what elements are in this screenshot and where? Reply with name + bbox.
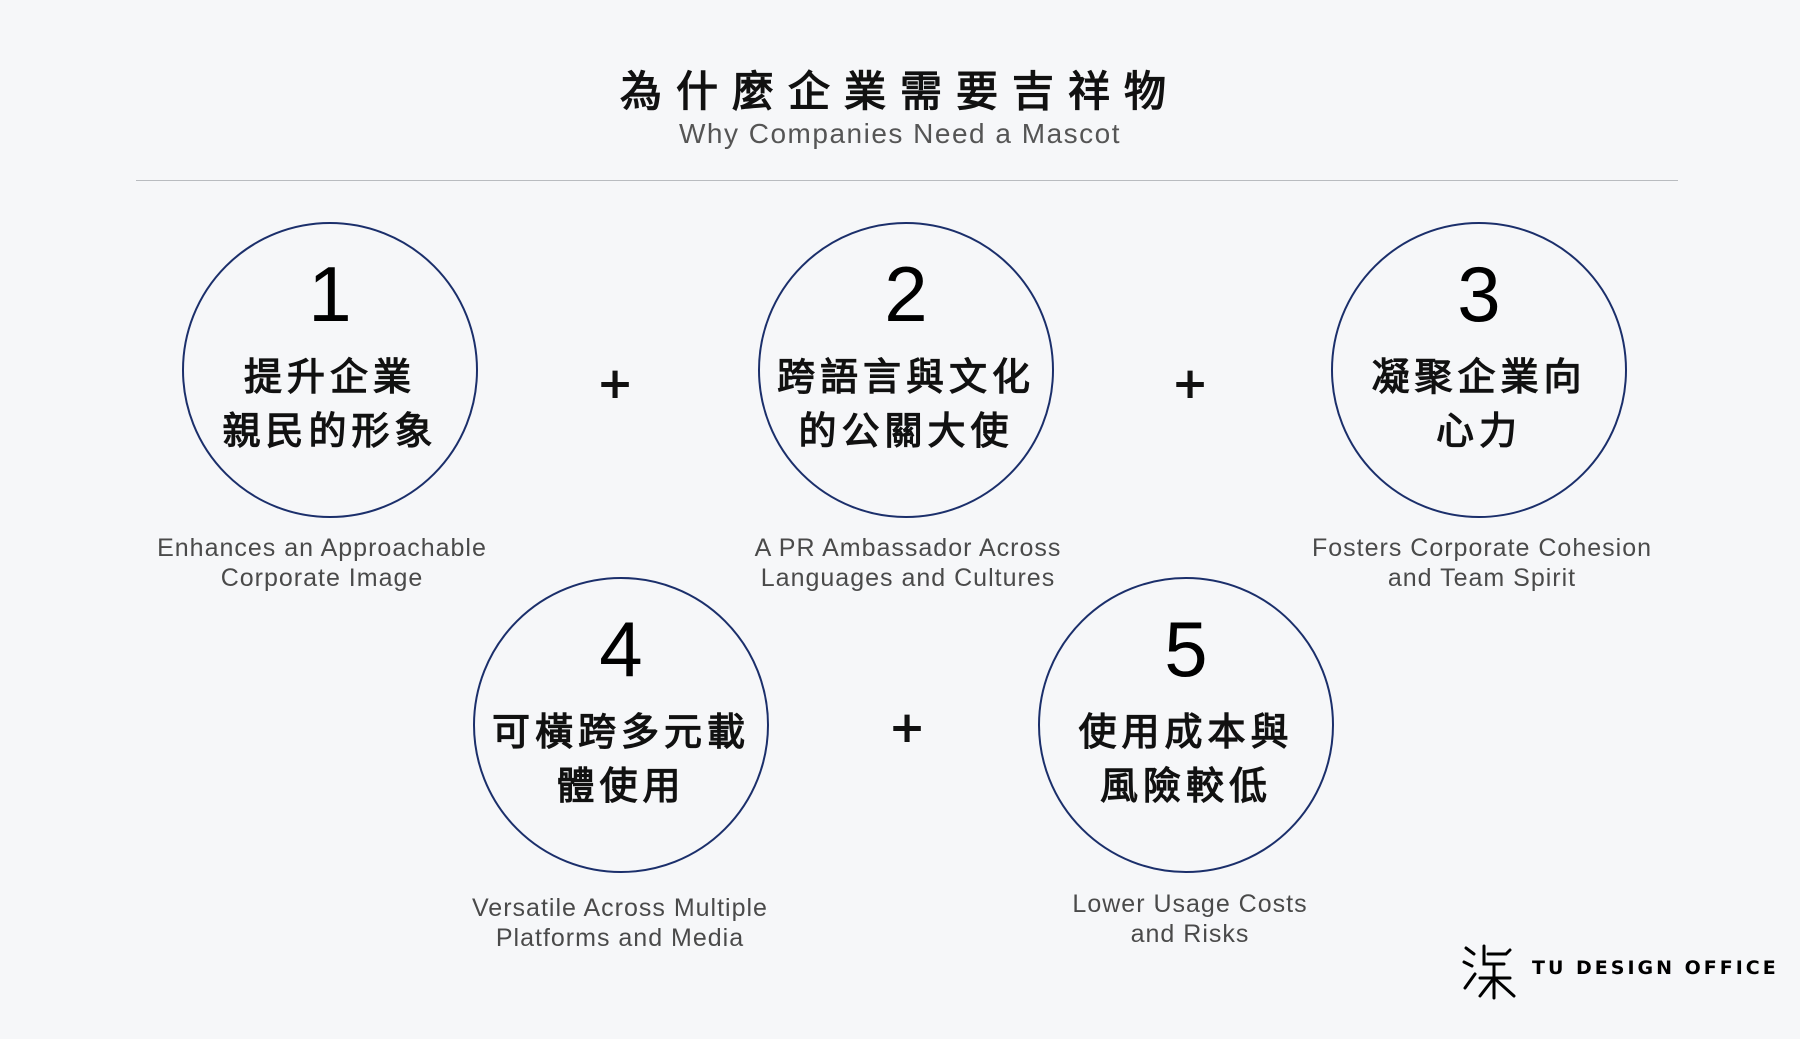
- item-2-title-line2: 的公關大使: [798, 409, 1014, 453]
- item-1-circle: 1 提升企業 親民的形象: [182, 222, 478, 518]
- item-1-title: 提升企業 親民的形象: [222, 350, 437, 458]
- item-1-caption-line2: Corporate Image: [220, 564, 424, 592]
- item-3-caption-line2: and Team Spirit: [1387, 564, 1577, 592]
- page-title-en: Why Companies Need a Mascot: [678, 118, 1121, 149]
- item-5-title-line2: 風險較低: [1099, 764, 1272, 808]
- item-5-caption-line2: and Risks: [1130, 920, 1250, 948]
- item-3-caption-line1: Fosters Corporate Cohesion: [1311, 534, 1653, 562]
- item-4-caption-line1: Versatile Across Multiple: [472, 894, 768, 922]
- item-3-circle: 3 凝聚企業向 心力: [1331, 222, 1627, 518]
- item-3-number: 3: [1457, 250, 1501, 338]
- item-2-caption-line2: Languages and Cultures: [760, 564, 1056, 592]
- item-2-circle: 2 跨語言與文化 的公關大使: [758, 222, 1054, 518]
- plus-sign-3: +: [888, 702, 926, 753]
- item-5-number: 5: [1164, 605, 1208, 693]
- item-1-caption-line1: Enhances an Approachable: [157, 534, 487, 562]
- item-3-title-line1: 凝聚企業向: [1371, 355, 1587, 399]
- item-5-caption: Lower Usage Costs and Risks: [980, 889, 1400, 949]
- item-5-circle: 5 使用成本與 風險較低: [1038, 577, 1334, 873]
- item-5-caption-line1: Lower Usage Costs: [1072, 890, 1308, 918]
- divider: [136, 180, 1678, 181]
- item-2-caption-line1: A PR Ambassador Across: [754, 534, 1062, 562]
- item-4-caption: Versatile Across Multiple Platforms and …: [410, 893, 830, 953]
- item-2-caption: A PR Ambassador Across Languages and Cul…: [698, 533, 1118, 593]
- item-4-title-line2: 體使用: [556, 764, 686, 808]
- item-1-title-line1: 提升企業: [243, 355, 416, 399]
- item-2-title-line1: 跨語言與文化: [776, 355, 1035, 399]
- page-title-zh: 為什麼企業需要吉祥物: [619, 67, 1180, 116]
- plus-sign-1: +: [596, 358, 634, 409]
- item-1-number: 1: [308, 250, 352, 338]
- item-3-title-line2: 心力: [1435, 409, 1522, 453]
- tu-logo-icon: [1462, 944, 1516, 1000]
- item-1-caption: Enhances an Approachable Corporate Image: [112, 533, 532, 593]
- item-3-title: 凝聚企業向 心力: [1371, 350, 1586, 458]
- item-5-title: 使用成本與 風險較低: [1078, 705, 1293, 813]
- item-4-title: 可橫跨多元載 體使用: [492, 705, 750, 813]
- plus-sign-2: +: [1171, 358, 1209, 409]
- item-4-number: 4: [599, 605, 643, 693]
- item-4-caption-line2: Platforms and Media: [495, 924, 745, 952]
- item-2-title: 跨語言與文化 的公關大使: [777, 350, 1035, 458]
- item-3-caption: Fosters Corporate Cohesion and Team Spir…: [1272, 533, 1692, 593]
- item-5-title-line1: 使用成本與: [1078, 710, 1294, 754]
- item-4-title-line1: 可橫跨多元載: [491, 710, 750, 754]
- item-2-number: 2: [884, 250, 928, 338]
- item-1-title-line2: 親民的形象: [222, 409, 438, 453]
- brand-name: TU DESIGN OFFICE: [1532, 957, 1779, 979]
- item-4-circle: 4 可橫跨多元載 體使用: [473, 577, 769, 873]
